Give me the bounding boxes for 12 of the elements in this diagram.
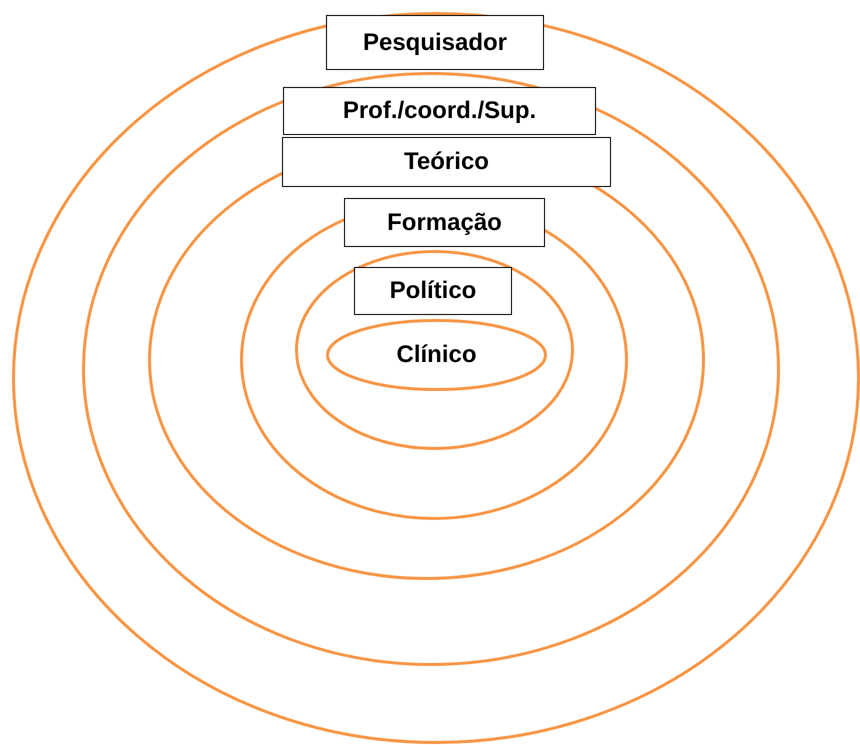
ring-label: Político: [354, 267, 512, 315]
ellipse-ring: [148, 140, 705, 580]
ring-label: Teórico: [282, 137, 611, 187]
ring-label: Prof./coord./Sup.: [283, 87, 596, 135]
ellipse-ring: [12, 12, 860, 744]
ellipse-ring: [240, 200, 628, 520]
ring-label: Formação: [344, 198, 545, 247]
ellipse-ring: [82, 72, 780, 666]
ring-label: Pesquisador: [326, 15, 544, 70]
ellipse-ring: [326, 319, 547, 391]
ring-label: Clínico: [395, 340, 478, 370]
ellipse-ring: [295, 250, 574, 450]
